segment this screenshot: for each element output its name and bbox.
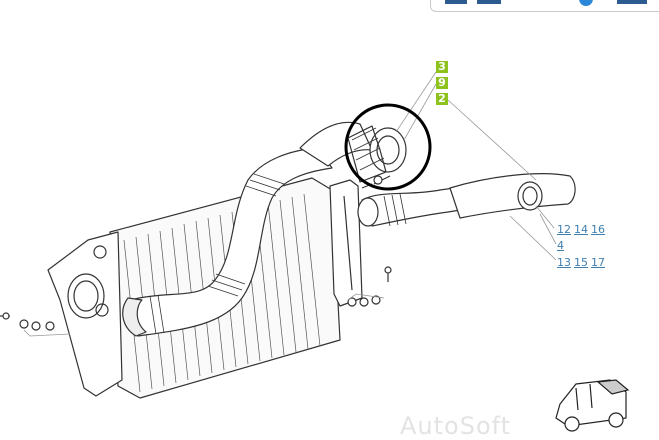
upper-pipe <box>299 121 373 167</box>
leader-lines <box>23 71 557 337</box>
toolbar-button-1[interactable] <box>445 0 467 4</box>
ref-link-16[interactable]: 16 <box>591 223 605 236</box>
ref-link-12[interactable]: 12 <box>557 223 571 236</box>
highlight-circle <box>344 103 432 191</box>
ref-link-14[interactable]: 14 <box>574 223 588 236</box>
callout-9[interactable]: 9 <box>436 77 448 89</box>
truck-icon <box>555 379 630 432</box>
callout-2[interactable]: 2 <box>436 93 448 105</box>
callout-3[interactable]: 3 <box>436 61 448 73</box>
toolbar-button-3[interactable] <box>617 0 647 4</box>
right-bracket <box>329 179 363 307</box>
toolbar-button-2[interactable] <box>477 0 501 4</box>
toolbar <box>430 0 659 12</box>
fasteners <box>0 266 392 331</box>
ref-link-17[interactable]: 17 <box>591 256 605 269</box>
help-icon[interactable] <box>579 0 593 6</box>
ref-link-15[interactable]: 15 <box>574 256 588 269</box>
left-hose <box>129 147 333 337</box>
watermark: AutoSoft <box>400 412 512 440</box>
ref-link-13[interactable]: 13 <box>557 256 571 269</box>
ref-link-4[interactable]: 4 <box>557 239 564 252</box>
